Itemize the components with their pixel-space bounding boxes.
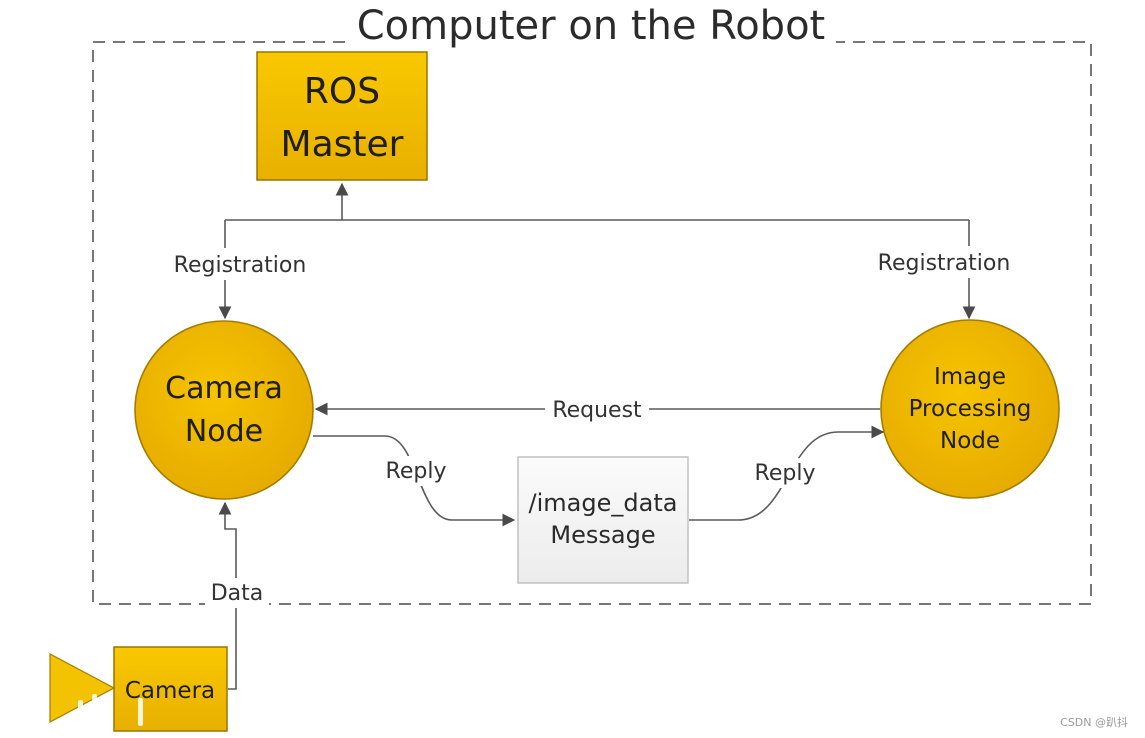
registration-left-backdrop [164, 248, 316, 280]
image-node-label-line3: Node [940, 428, 1000, 454]
registration-wires [218, 182, 976, 320]
camera-node-label-line1: Camera [165, 371, 283, 406]
bilibili-watermark-icon [14, 676, 143, 726]
title-backdrop [348, 30, 836, 58]
data-label: Data [211, 581, 264, 606]
reply-left-backdrop [378, 456, 454, 486]
camera-node: Camera Node [134, 320, 314, 500]
ros-master-label-line2: Master [281, 124, 404, 165]
ros-master-label-line1: ROS [304, 71, 380, 112]
registration-right-backdrop [868, 246, 1020, 278]
message-label-line1: /image_data [529, 489, 678, 517]
image-data-message-box: /image_data Message [517, 456, 689, 584]
data-label-backdrop [205, 578, 269, 608]
request-label-backdrop [545, 396, 649, 422]
image-processing-node: Image Processing Node [880, 319, 1060, 499]
registration-right-label: Registration [878, 251, 1011, 276]
registration-left-label: Registration [174, 253, 307, 278]
csdn-watermark: CSDN @趴抖 [1060, 715, 1128, 729]
request-label: Request [552, 398, 642, 423]
image-node-label-line1: Image [934, 364, 1006, 390]
image-node-label-line2: Processing [909, 396, 1032, 422]
ros-master-box: ROS Master [256, 51, 428, 181]
data-arrow [218, 501, 237, 690]
message-label-line2: Message [550, 521, 655, 549]
reply-left-label: Reply [386, 459, 447, 484]
diagram-title: Computer on the Robot [357, 3, 825, 49]
reply-right-label: Reply [755, 461, 816, 486]
reply-right-backdrop [747, 458, 823, 488]
camera-node-label-line2: Node [185, 414, 263, 449]
